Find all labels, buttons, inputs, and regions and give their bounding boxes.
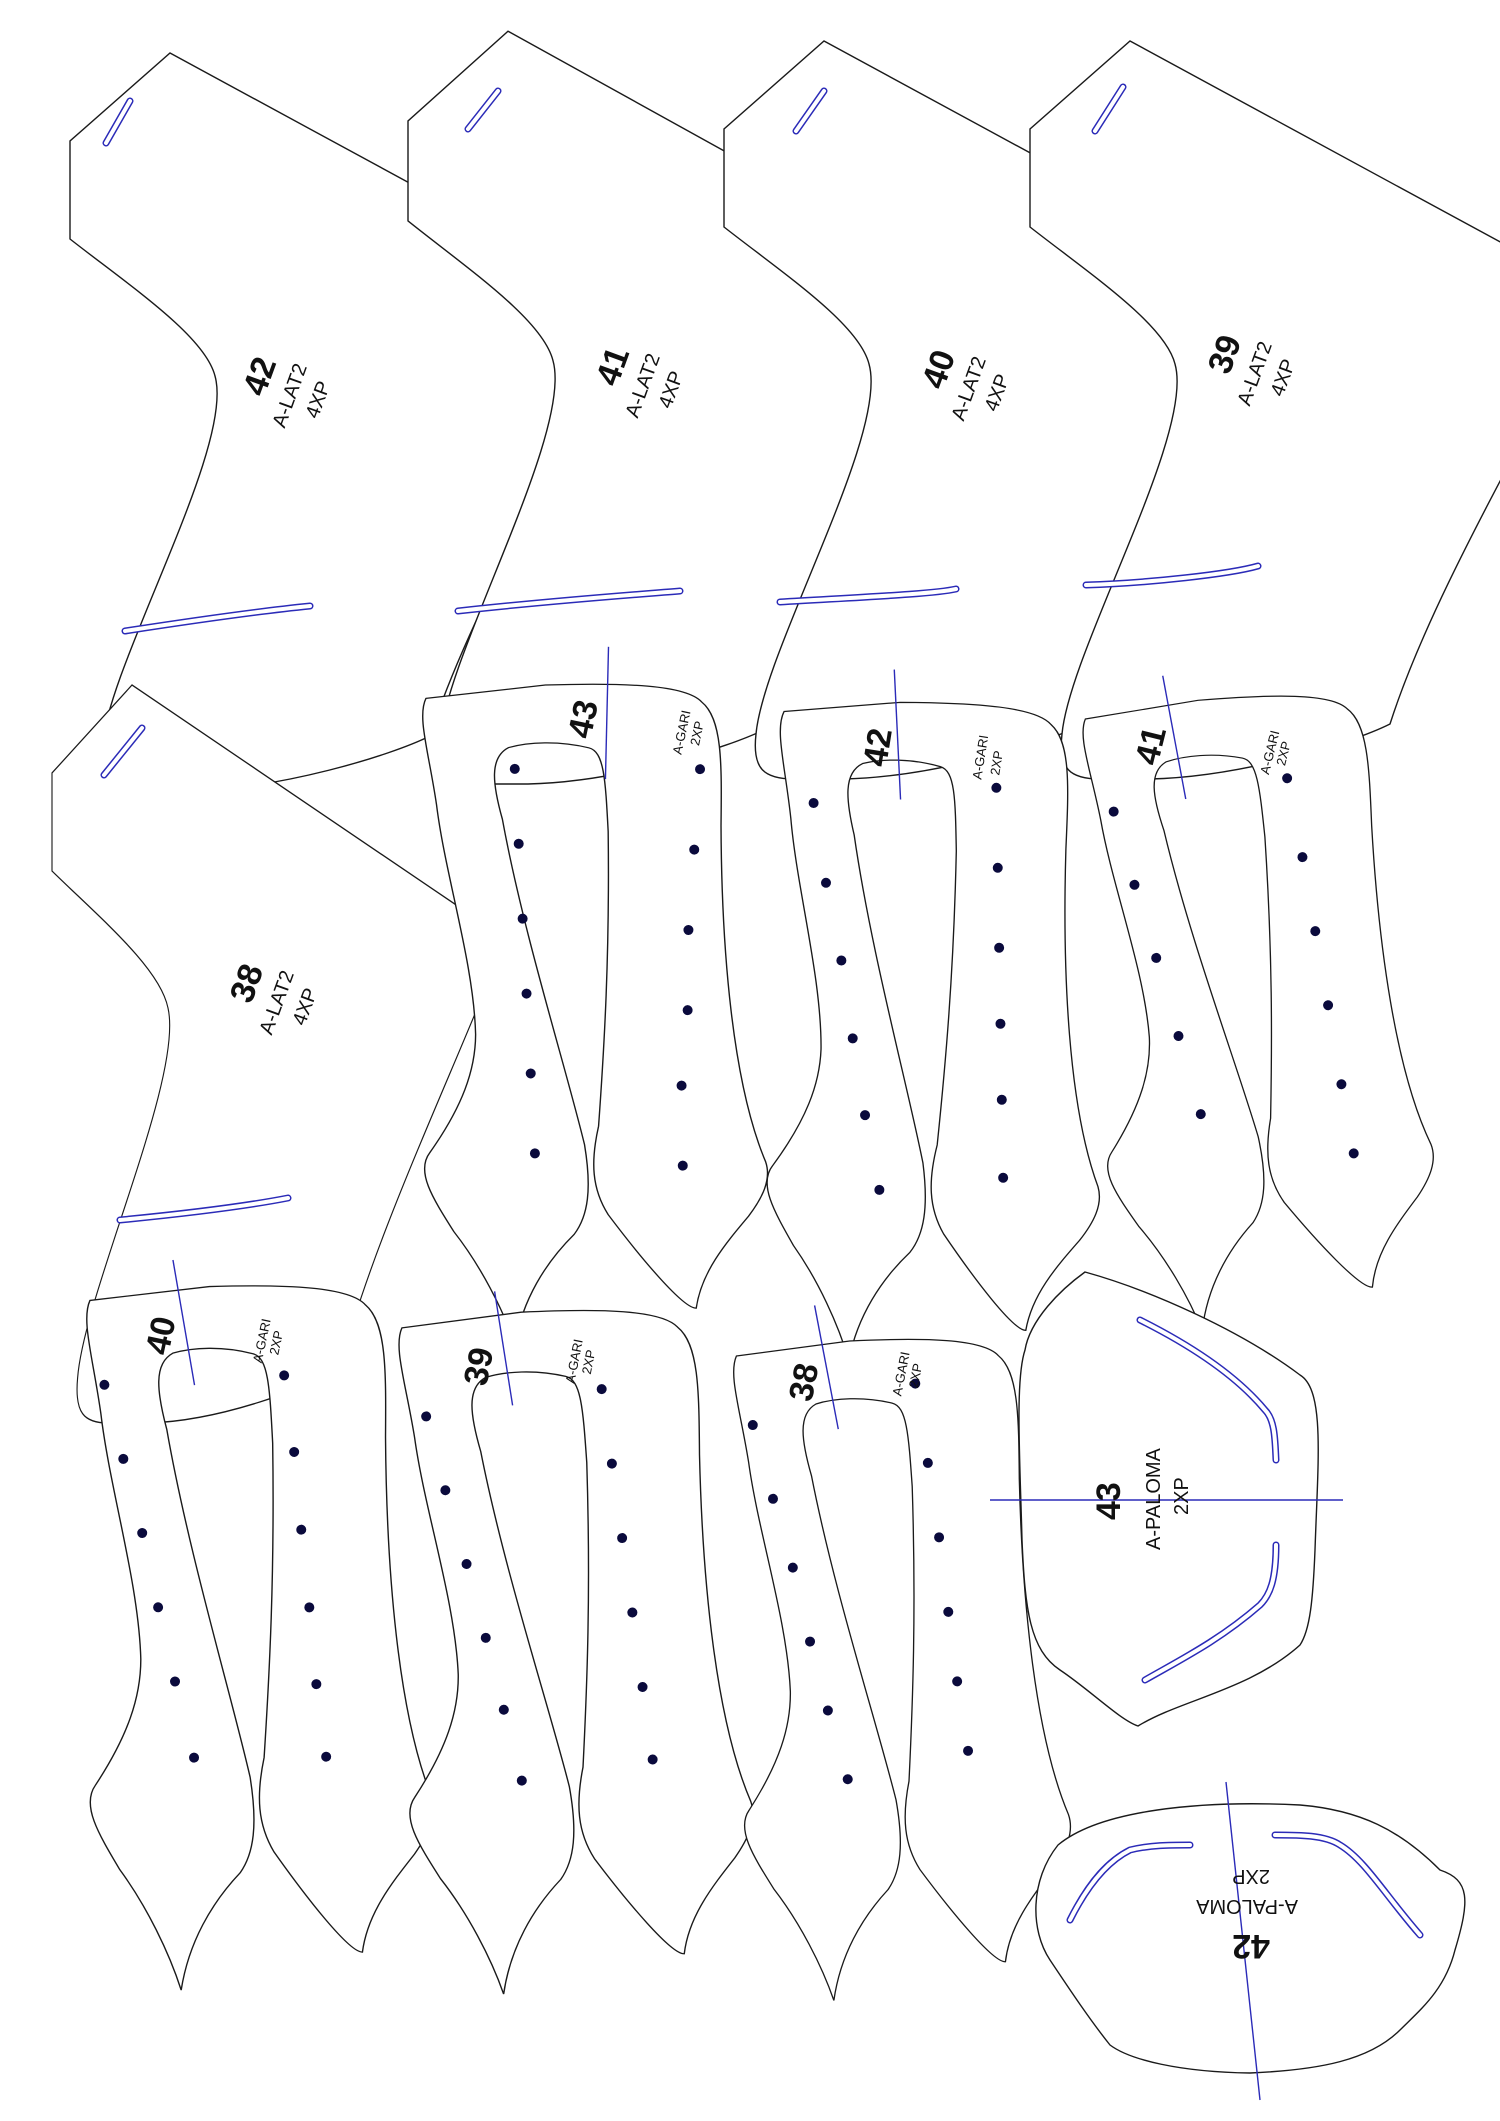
- gari-piece-40: 40 A-GARI 2XP: [62, 1259, 443, 1996]
- gari-piece-38: 38 A-GARI 2XP: [710, 1305, 1083, 2007]
- eyelet-holes: [509, 763, 706, 1171]
- piece-code-label: A-PALOMA: [1195, 1895, 1298, 1917]
- paloma-piece-42: 42 A-PALOMA 2XP: [1035, 1781, 1466, 2101]
- gari-piece-42: 42 A-GARI 2XP: [757, 669, 1103, 1363]
- gari-piece-39: 39 A-GARI 2XP: [374, 1291, 766, 2001]
- gari-piece-43: 43 A-GARI 2XP: [398, 646, 777, 1350]
- piece-qty-label: 2XP: [906, 1362, 925, 1389]
- piece-size-label: 43: [1090, 1482, 1128, 1520]
- piece-size-label: 42: [1232, 1927, 1270, 1965]
- lat-piece-42: 42 A-LAT2 4XP: [69, 52, 631, 792]
- piece-qty-label: 2XP: [266, 1329, 286, 1356]
- piece-qty-label: 2XP: [987, 750, 1006, 777]
- paloma-piece-43: 43 A-PALOMA 2XP: [990, 1271, 1343, 1727]
- piece-size-label: 42: [856, 726, 899, 769]
- piece-code-label: A-GARI: [969, 734, 991, 781]
- piece-qty-label: 2XP: [1273, 740, 1294, 767]
- eyelet-holes: [747, 1378, 974, 1785]
- piece-qty-label: 2XP: [687, 720, 707, 747]
- lat-piece-40: 40 A-LAT2 4XP: [723, 40, 1285, 780]
- piece-size-label: 39: [457, 1344, 502, 1388]
- lat-piece-38: 38 A-LAT2 4XP: [51, 684, 501, 1424]
- piece-qty-label: 2XP: [1232, 1865, 1270, 1887]
- eyelet-holes: [421, 1384, 658, 1786]
- piece-qty-label: 2XP: [1171, 1477, 1193, 1515]
- piece-size-label: 43: [561, 697, 606, 742]
- eyelet-holes: [808, 782, 1009, 1195]
- piece-qty-label: 2XP: [579, 1348, 598, 1375]
- piece-size-label: 40: [139, 1313, 184, 1358]
- eyelet-holes: [1108, 773, 1359, 1159]
- piece-size-label: 41: [1128, 723, 1174, 769]
- lat-piece-39: 39 A-LAT2 4XP: [1029, 40, 1500, 780]
- lat-piece-41: 41 A-LAT2 4XP: [407, 30, 969, 785]
- piece-code-label: A-PALOMA: [1143, 1447, 1165, 1550]
- eyelet-holes: [99, 1370, 332, 1763]
- piece-size-label: 38: [782, 1360, 827, 1404]
- gari-piece-41: 41 A-GARI 2XP: [1059, 675, 1450, 1340]
